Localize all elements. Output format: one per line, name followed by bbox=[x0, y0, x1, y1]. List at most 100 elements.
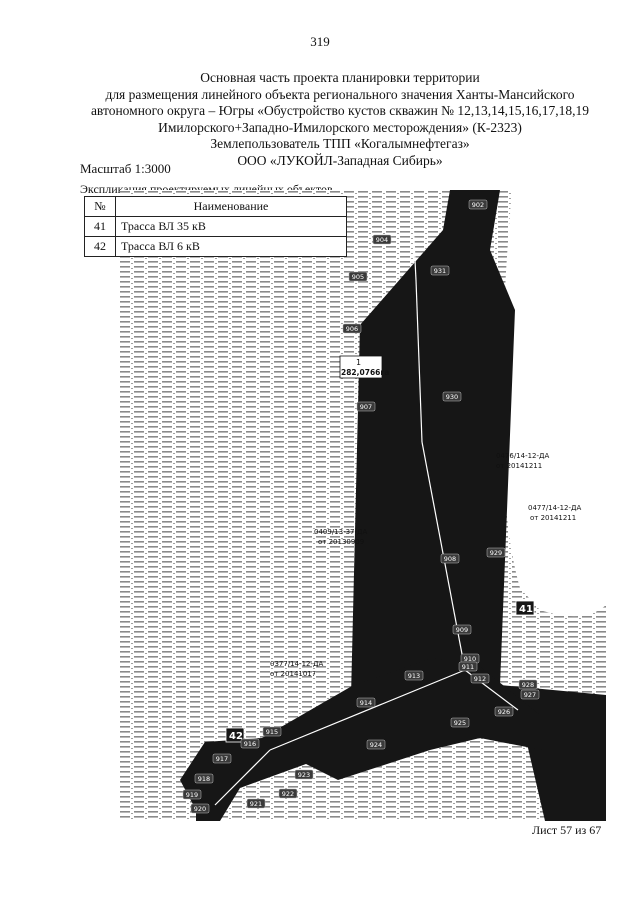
parcel-area: 282,0766га bbox=[341, 368, 389, 377]
heading-line: ООО «ЛУКОЙЛ-Западная Сибирь» bbox=[237, 152, 443, 168]
point-marker bbox=[246, 798, 266, 809]
corridor-vl-35 bbox=[350, 190, 606, 821]
row-name: Трасса ВЛ 35 кВ bbox=[115, 216, 347, 237]
column-header-name: Наименование bbox=[115, 196, 347, 217]
point-label: 910 bbox=[464, 655, 476, 663]
page-number: 319 bbox=[310, 34, 330, 49]
point-label: 930 bbox=[446, 393, 458, 401]
point-label: 907 bbox=[360, 403, 372, 411]
point-label: 904 bbox=[376, 236, 388, 244]
column-header-number: № bbox=[84, 196, 116, 217]
point-marker bbox=[278, 788, 298, 799]
point-marker bbox=[342, 323, 362, 334]
map-scale: Масштаб 1:3000 bbox=[80, 161, 171, 176]
point-marker bbox=[468, 199, 488, 210]
point-marker bbox=[190, 803, 210, 814]
map-canvas: 1 282,0766га 41 42 0476/14-12-ДА от 2014… bbox=[120, 190, 606, 821]
point-label: 919 bbox=[186, 791, 198, 799]
point-label: 915 bbox=[266, 728, 278, 736]
heading-line: для размещения линейного объекта региона… bbox=[105, 86, 575, 102]
permit-number: 0377/14-12-ДА bbox=[270, 660, 324, 668]
heading-line: Основная часть проекта планировки террит… bbox=[200, 70, 480, 85]
permit-date: от 20141017 bbox=[270, 670, 316, 678]
point-label: 908 bbox=[444, 555, 456, 563]
point-label: 918 bbox=[198, 775, 210, 783]
table-row: 42 Трасса ВЛ 6 кВ bbox=[84, 236, 347, 257]
point-label: 926 bbox=[498, 708, 510, 716]
point-marker bbox=[294, 769, 314, 780]
point-label: 906 bbox=[346, 325, 358, 333]
object-label-box bbox=[515, 600, 535, 616]
table-row: 41 Трасса ВЛ 35 кВ bbox=[84, 216, 347, 237]
point-label: 920 bbox=[194, 805, 206, 813]
point-label: 921 bbox=[250, 800, 262, 808]
point-label: 909 bbox=[456, 626, 468, 634]
heading-line: Имилорского+Западно-Имилорского месторож… bbox=[158, 119, 522, 135]
point-marker bbox=[442, 391, 462, 402]
heading-line: Землепользователь ТПП «Когалымнефтегаз» bbox=[210, 136, 470, 151]
point-marker bbox=[494, 706, 514, 717]
point-label: 931 bbox=[434, 267, 446, 275]
power-line-axis bbox=[214, 749, 271, 806]
point-label: 913 bbox=[408, 672, 420, 680]
row-number: 41 bbox=[84, 216, 116, 237]
point-label: 928 bbox=[522, 681, 534, 689]
point-label: 924 bbox=[370, 741, 382, 749]
point-label: 914 bbox=[360, 699, 372, 707]
clearing-area bbox=[508, 325, 590, 464]
point-marker bbox=[430, 265, 450, 276]
point-marker bbox=[366, 739, 386, 750]
point-marker bbox=[450, 717, 470, 728]
permit-date: от 20141211 bbox=[496, 462, 542, 470]
permit-date: от 20141211 bbox=[530, 514, 576, 522]
point-label: 916 bbox=[244, 740, 256, 748]
explication-table: № Наименование 41 Трасса ВЛ 35 кВ 42 Тра… bbox=[84, 196, 347, 257]
sheet-number: Лист 57 из 67 bbox=[532, 823, 602, 837]
power-line-axis bbox=[415, 279, 423, 443]
power-line-axis bbox=[269, 669, 466, 751]
point-label: 927 bbox=[524, 691, 536, 699]
object-label-42: 42 bbox=[229, 731, 243, 742]
point-label: 925 bbox=[454, 719, 466, 727]
point-marker bbox=[520, 689, 540, 700]
object-label-box bbox=[225, 727, 245, 743]
explication-header-row: № Наименование bbox=[84, 196, 347, 217]
point-marker bbox=[518, 679, 538, 690]
point-label: 929 bbox=[490, 549, 502, 557]
permit-date: от 20130909 bbox=[318, 538, 364, 546]
point-marker bbox=[404, 670, 424, 681]
parcel-label-box bbox=[339, 355, 383, 379]
row-number: 42 bbox=[84, 236, 116, 257]
point-marker bbox=[348, 271, 368, 282]
point-marker bbox=[356, 401, 376, 412]
point-label: 912 bbox=[474, 675, 486, 683]
point-marker bbox=[452, 624, 472, 635]
planning-map: 1 282,0766га 41 42 0476/14-12-ДА от 2014… bbox=[120, 190, 606, 821]
point-marker bbox=[240, 738, 260, 749]
row-name: Трасса ВЛ 6 кВ bbox=[115, 236, 347, 257]
parcel-number: 1 bbox=[356, 358, 361, 367]
point-label: 905 bbox=[352, 273, 364, 281]
point-label: 902 bbox=[472, 201, 484, 209]
corridor-vl-6 bbox=[180, 658, 542, 821]
point-label: 911 bbox=[462, 663, 474, 671]
point-marker bbox=[182, 789, 202, 800]
point-marker bbox=[372, 234, 392, 245]
point-marker bbox=[440, 553, 460, 564]
point-marker bbox=[194, 773, 214, 784]
permit-number: 0409/13-37-ДА bbox=[314, 528, 368, 536]
point-marker bbox=[470, 673, 490, 684]
object-label-41: 41 bbox=[519, 604, 533, 615]
point-label: 922 bbox=[282, 790, 294, 798]
permit-number: 0477/14-12-ДА bbox=[528, 504, 582, 512]
power-line-axis bbox=[411, 199, 417, 281]
point-marker bbox=[458, 661, 478, 672]
point-marker bbox=[212, 753, 232, 764]
point-marker bbox=[356, 697, 376, 708]
point-label: 923 bbox=[298, 771, 310, 779]
point-marker bbox=[262, 726, 282, 737]
point-label: 917 bbox=[216, 755, 228, 763]
permit-number: 0476/14-12-ДА bbox=[496, 452, 550, 460]
point-marker bbox=[486, 547, 506, 558]
